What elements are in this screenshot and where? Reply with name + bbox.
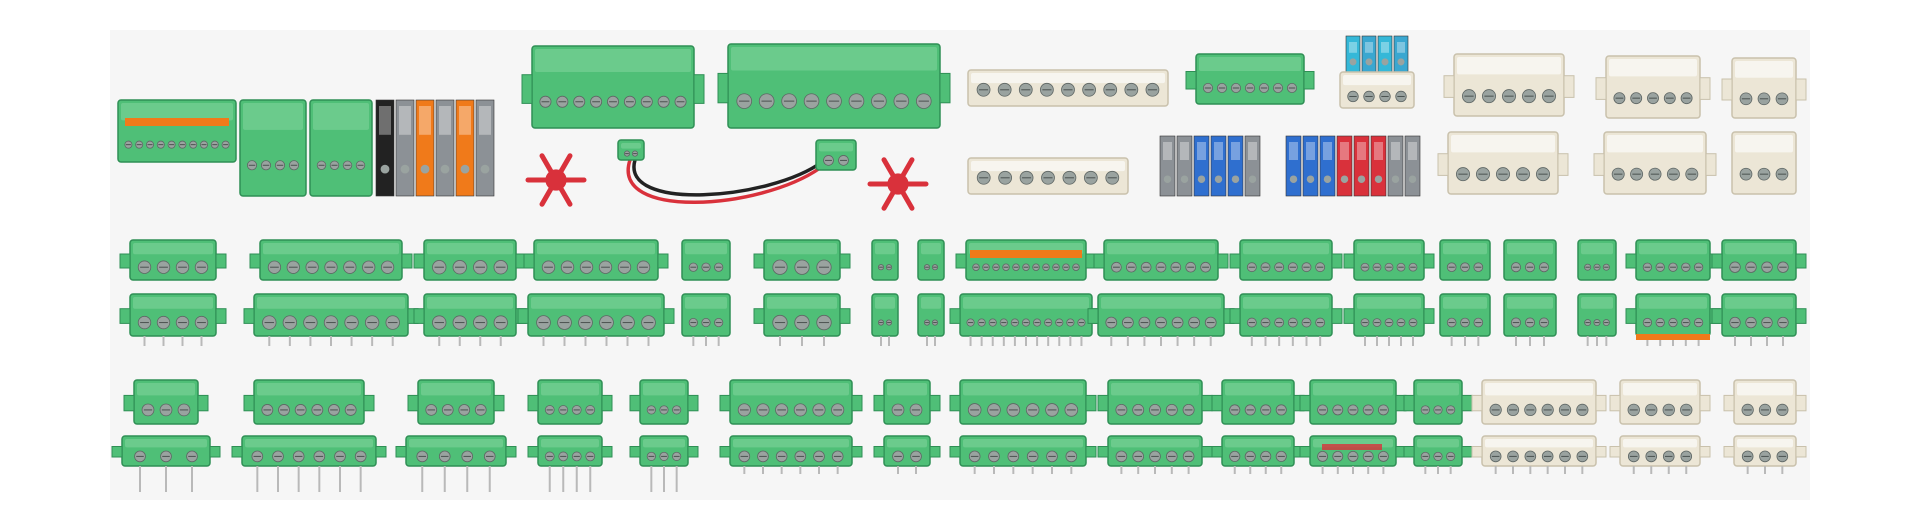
barrier-strip-beige-2 [967,157,1129,195]
header-row3-bottom-i [1097,435,1213,474]
orange-push-buttons [970,250,1082,258]
header-green-row2-bottom-k [1229,293,1343,346]
din-rail-block-green-2 [239,99,307,197]
header-green-row2-bottom-c [413,293,527,346]
header-green-row2-bottom-h [917,293,945,346]
header-row3-bottom-c [395,435,517,492]
plug-green-row2-top-h [917,239,945,281]
rail-block-cyan [1345,35,1409,73]
beige-header-4 [1437,131,1569,195]
header-green-row2-bottom-b [243,293,419,346]
pcb-header-green-large-1 [521,45,705,129]
orange-lever-strip [125,118,229,126]
plug-row3-top-a [123,379,209,425]
plug-green-row2-top-o [1577,239,1617,281]
wire-harness-cable [626,159,824,204]
header-row3-bottom-g [873,435,941,474]
plug-green-row2-top-f [753,239,851,281]
header-row3-bottom-m [1471,435,1607,474]
plug-row3-top-k [1299,379,1407,425]
plug-row3-top-g [873,379,941,425]
plug-row3-top-o [1723,379,1807,425]
beige-header-2 [1595,55,1711,119]
red-star-tool-2 [867,157,929,211]
header-green-row2-bottom-o [1577,293,1617,346]
header-green-row2-bottom-n [1503,293,1557,346]
orange-release-bar [1636,334,1710,340]
plug-row3-top-h [949,379,1097,425]
header-green-row2-bottom-l [1343,293,1435,346]
cable-plug-green-2 [815,139,857,171]
header-row3-bottom-e [629,435,699,492]
plug-green-row2-top-j [1093,239,1229,281]
red-marker-strip [1322,444,1382,450]
pluggable-block-green-top [1185,53,1315,105]
plug-green-row2-top-g [871,239,899,281]
plug-row3-top-j [1211,379,1305,425]
header-row3-bottom-h [949,435,1097,474]
plug-row3-top-i [1097,379,1213,425]
plug-row3-top-n [1609,379,1711,425]
cable-plug-green-1 [617,139,645,161]
red-star-tool-1 [525,153,587,207]
header-green-row2-bottom-m [1439,293,1491,346]
beige-header-3 [1721,57,1807,119]
header-row3-bottom-j [1211,435,1305,474]
beige-header-6 [1731,131,1797,195]
rail-block-beige-small [1339,71,1415,109]
beige-header-5 [1593,131,1717,195]
header-green-row2-bottom-q [1711,293,1807,346]
plug-green-row2-top-n [1503,239,1557,281]
plug-green-row2-top-k [1229,239,1343,281]
header-row3-bottom-b [231,435,387,492]
plug-green-row2-top-i [955,239,1097,281]
din-rail-block-green-3 [309,99,373,197]
header-row3-bottom-n [1609,435,1711,474]
pcb-header-green-large-2 [717,43,951,129]
plug-green-row2-top-d [523,239,669,281]
plug-row3-top-l [1403,379,1473,425]
plug-green-row2-top-b [249,239,413,281]
barrier-strip-beige-1 [967,69,1169,107]
header-row3-bottom-a [111,435,221,492]
header-row3-bottom-f [719,435,863,474]
plug-green-row2-top-l [1343,239,1435,281]
header-row3-bottom-l [1403,435,1473,474]
beige-header-1 [1443,53,1575,117]
plug-green-row2-top-a [119,239,227,281]
din-rail-block-green-1 [117,99,237,163]
header-green-row2-bottom-a [119,293,227,346]
plug-green-row2-top-e [681,239,731,281]
plug-green-row2-top-c [413,239,527,281]
rail-block-gray-blue [1159,135,1261,197]
plug-row3-top-b [243,379,375,425]
plug-row3-top-m [1471,379,1607,425]
plug-row3-top-c [407,379,505,425]
plug-green-row2-top-p [1625,239,1721,281]
header-green-row2-bottom-d [517,293,675,346]
push-in-rail-block-orange [375,99,495,197]
header-row3-bottom-o [1723,435,1807,474]
header-green-row2-bottom-e [681,293,731,346]
header-green-row2-bottom-g [871,293,899,346]
header-row3-bottom-d [527,435,613,492]
plug-row3-top-e [629,379,699,425]
header-row3-bottom-k [1299,435,1407,474]
header-green-row2-bottom-j [1087,293,1235,346]
header-green-row2-bottom-f [753,293,851,346]
header-green-row2-bottom-i [949,293,1103,346]
plug-green-row2-top-m [1439,239,1491,281]
rail-block-blue-red [1285,135,1421,197]
plug-row3-top-f [719,379,863,425]
plug-green-row2-top-q [1711,239,1807,281]
plug-row3-top-d [527,379,613,425]
